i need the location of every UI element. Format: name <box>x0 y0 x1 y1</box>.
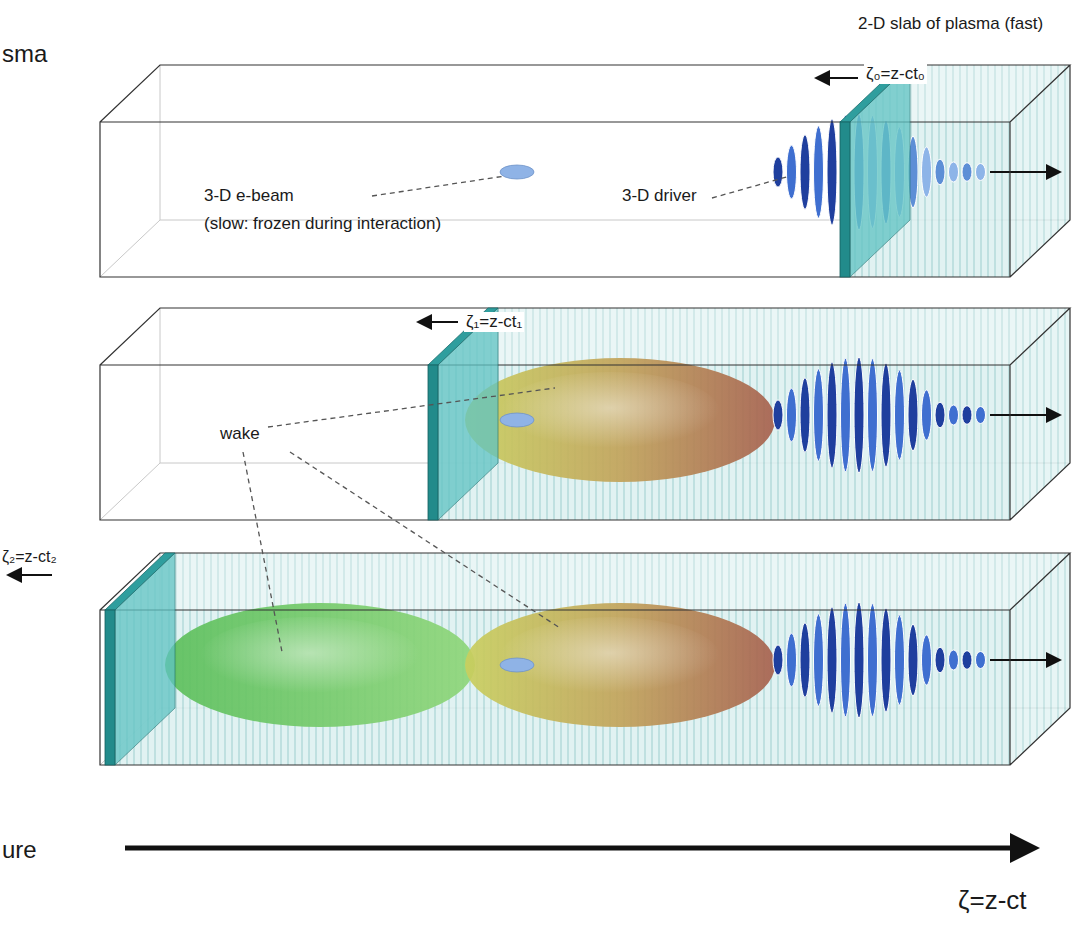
beam-note: (slow: frozen during interaction) <box>204 214 441 234</box>
wake-bubble <box>465 603 775 727</box>
leader-lines <box>243 176 790 652</box>
plasma-cell <box>100 65 1070 277</box>
driver-slice <box>773 645 783 675</box>
driver-slice <box>922 147 932 197</box>
driver-slice <box>949 405 959 425</box>
driver-direction-arrow <box>990 659 1058 661</box>
plasma-slab <box>840 122 850 277</box>
driver-slice <box>962 163 972 182</box>
driver-slice <box>976 163 986 180</box>
driver-direction-arrow <box>990 414 1058 416</box>
plasma-slab <box>115 553 175 765</box>
driver-slice <box>773 400 783 430</box>
driver-slice <box>868 604 878 717</box>
driver-slice <box>895 370 905 460</box>
slab-direction-arrow <box>818 77 858 79</box>
driver-slice <box>787 145 797 198</box>
slab-label: 2-D slab of plasma (fast) <box>858 14 1043 34</box>
driver-slice <box>949 650 959 670</box>
driver-slice <box>935 402 945 428</box>
slab-position: ζ₂=z-ct₂ <box>2 548 57 566</box>
driver-slice <box>814 369 824 461</box>
wake-glow <box>200 617 420 697</box>
plasma-cell <box>10 553 1070 765</box>
hidden-edge <box>100 553 1070 765</box>
driver-slice <box>827 607 837 712</box>
slab-direction-arrow <box>10 574 52 576</box>
cut-text: sma <box>2 40 47 68</box>
driver-slice <box>935 647 945 673</box>
wake-label: wake <box>220 424 260 444</box>
cell-outline <box>100 553 1070 765</box>
wake-bubble <box>165 603 475 727</box>
driver-slice <box>976 406 986 423</box>
axis-label: ζ=z-ct <box>958 886 1027 916</box>
plasma-slab <box>850 65 910 277</box>
plasma-region <box>115 553 1070 610</box>
driver-slice <box>908 379 918 451</box>
e-beam <box>500 413 534 427</box>
driver-slice <box>962 651 972 670</box>
wake-glow <box>500 617 720 697</box>
driver-slice <box>868 359 878 472</box>
slab-direction-arrow <box>420 321 458 323</box>
driver-slice <box>976 651 986 668</box>
hidden-edge <box>100 308 1070 520</box>
driver-slice <box>881 363 891 467</box>
zeta-axis-arrow <box>125 846 1030 851</box>
driver-slice <box>935 159 945 185</box>
slab-position: ζ₁=z-ct₁ <box>464 312 524 332</box>
driver-slice <box>841 603 851 717</box>
driver-slice <box>841 358 851 472</box>
cell-outline <box>100 65 1070 277</box>
slab-position: ζ₀=z-ct₀ <box>864 64 927 84</box>
cut-text: ure <box>2 836 37 864</box>
driver-slice <box>814 126 824 218</box>
wake-glow <box>500 372 720 452</box>
plasma-region <box>438 308 1070 365</box>
driver-slice <box>800 623 810 697</box>
wake-bubble <box>465 358 775 482</box>
driver-slice <box>881 608 891 712</box>
e-beam <box>500 658 534 672</box>
driver-slice <box>922 390 932 440</box>
driver-slice <box>949 162 959 182</box>
driver-slice <box>800 135 810 209</box>
driver-direction-arrow <box>990 171 1058 173</box>
driver-slice <box>962 406 972 425</box>
driver-label: 3-D driver <box>622 186 697 206</box>
plasma-cell <box>100 308 1070 520</box>
driver-slice <box>773 157 783 187</box>
driver-slice <box>922 635 932 685</box>
driver-slice <box>800 378 810 452</box>
driver-slice <box>854 357 864 473</box>
plasma-slab <box>438 308 498 520</box>
driver-slice <box>787 633 797 686</box>
driver-slice <box>854 602 864 718</box>
driver-slice <box>827 362 837 467</box>
driver-slice <box>787 388 797 441</box>
beam-label: 3-D e-beam <box>204 186 294 206</box>
hidden-edge <box>100 65 1070 277</box>
cell-outline <box>100 308 1070 520</box>
driver-slice <box>908 624 918 696</box>
driver-slice <box>895 615 905 705</box>
driver-slice <box>814 614 824 706</box>
plasma-slab <box>428 365 438 520</box>
driver-slice <box>827 119 837 224</box>
e-beam <box>500 165 534 179</box>
plasma-slab <box>105 610 115 765</box>
